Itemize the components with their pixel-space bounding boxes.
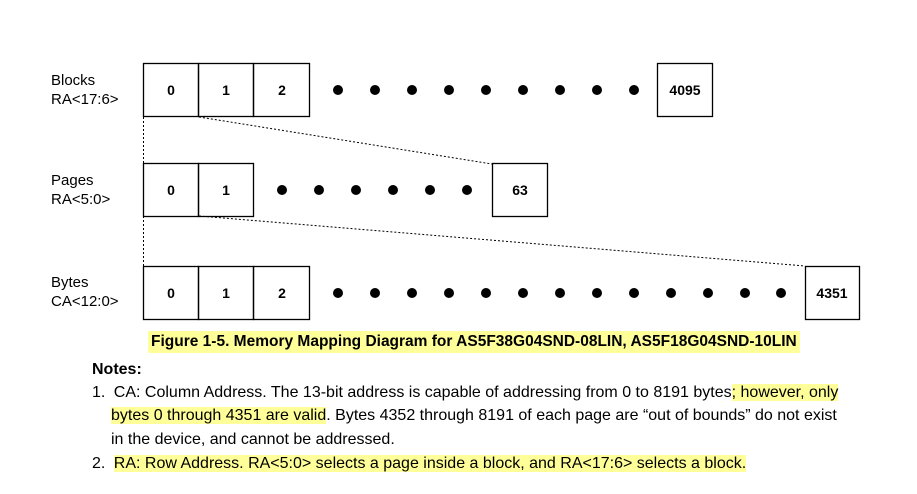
block-cell-last xyxy=(656,62,714,118)
dot xyxy=(481,288,491,298)
note-2-text: RA: Row Address. RA<5:0> selects a page … xyxy=(113,455,747,472)
pages-to-bytes-right-connector xyxy=(198,215,806,267)
dot xyxy=(555,288,565,298)
dot xyxy=(444,85,454,95)
dot xyxy=(555,85,565,95)
blocks-label-range: RA<17:6> xyxy=(51,91,119,108)
note-1-line-2: bytes 0 through 4351 are valid. Bytes 43… xyxy=(111,404,837,428)
blocks-label: Blocks RA<17:6> xyxy=(51,71,119,109)
blocks-row: 0 1 2 4095 xyxy=(142,62,714,118)
dot xyxy=(666,288,676,298)
memory-mapping-diagram: 0 1 2 4095 0 1 63 xyxy=(142,62,861,321)
dot xyxy=(351,185,361,195)
pages-row: 0 1 63 xyxy=(142,162,549,218)
page-cell-1-label: 1 xyxy=(222,182,230,198)
bytes-row: 0 1 2 4351 xyxy=(142,265,861,321)
dot xyxy=(481,85,491,95)
dot xyxy=(703,288,713,298)
note-1-line-3: in the device, and cannot be addressed. xyxy=(111,428,395,452)
dot xyxy=(518,288,528,298)
dot xyxy=(333,288,343,298)
blocks-to-pages-right-connector xyxy=(198,116,493,165)
dot xyxy=(314,185,324,195)
byte-cell-2 xyxy=(252,265,311,321)
dot xyxy=(407,85,417,95)
dot xyxy=(592,85,602,95)
notes-title: Notes: xyxy=(92,361,142,378)
pages-label: Pages RA<5:0> xyxy=(51,171,110,209)
bytes-label-name: Bytes xyxy=(51,274,89,291)
connector-lines xyxy=(143,116,806,267)
bytes-ellipsis-dots xyxy=(333,288,786,298)
dot xyxy=(444,288,454,298)
blocks-label-name: Blocks xyxy=(51,72,96,89)
dot xyxy=(370,85,380,95)
note-2-number: 2. xyxy=(92,455,106,472)
byte-cell-last-label: 4351 xyxy=(816,285,847,301)
byte-cell-2-label: 2 xyxy=(278,285,286,301)
dot xyxy=(629,85,639,95)
note-1-line-1: 1. CA: Column Address. The 13-bit addres… xyxy=(92,381,839,405)
note-1-text-a: CA: Column Address. The 13-bit address i… xyxy=(113,384,732,401)
dot xyxy=(333,85,343,95)
page-cell-1 xyxy=(197,162,255,218)
bytes-label-range: CA<12:0> xyxy=(51,293,119,310)
byte-cell-0-label: 0 xyxy=(167,285,175,301)
dot xyxy=(776,288,786,298)
dot xyxy=(407,288,417,298)
dot xyxy=(425,185,435,195)
dot xyxy=(277,185,287,195)
dot xyxy=(518,85,528,95)
block-cell-last-label: 4095 xyxy=(669,82,700,98)
pages-label-name: Pages xyxy=(51,172,94,189)
pages-ellipsis-dots xyxy=(277,185,472,195)
page-cell-last xyxy=(491,162,549,218)
page-cell-0-label: 0 xyxy=(167,182,175,198)
figure-caption: Figure 1-5. Memory Mapping Diagram for A… xyxy=(148,331,800,353)
note-2: 2. RA: Row Address. RA<5:0> selects a pa… xyxy=(92,452,747,476)
page-cell-last-label: 63 xyxy=(512,182,528,198)
dot xyxy=(592,288,602,298)
dot xyxy=(370,288,380,298)
block-cell-0-label: 0 xyxy=(167,82,175,98)
note-1-highlight-b: bytes 0 through 4351 are valid xyxy=(111,407,327,424)
note-1-number: 1. xyxy=(92,384,106,401)
pages-label-range: RA<5:0> xyxy=(51,191,111,208)
byte-cell-last xyxy=(804,265,861,321)
dot xyxy=(462,185,472,195)
blocks-ellipsis-dots xyxy=(333,85,639,95)
block-cell-2 xyxy=(252,62,311,118)
bytes-label: Bytes CA<12:0> xyxy=(51,273,119,311)
dot xyxy=(629,288,639,298)
note-1-highlight-a: ; however, only xyxy=(731,384,839,401)
dot xyxy=(740,288,750,298)
note-1-text-c: in the device, and cannot be addressed. xyxy=(111,431,395,448)
block-cell-1-label: 1 xyxy=(222,82,230,98)
note-1-text-b: . Bytes 4352 through 8191 of each page a… xyxy=(326,407,837,424)
byte-cell-1-label: 1 xyxy=(222,285,230,301)
dot xyxy=(388,185,398,195)
block-cell-2-label: 2 xyxy=(278,82,286,98)
